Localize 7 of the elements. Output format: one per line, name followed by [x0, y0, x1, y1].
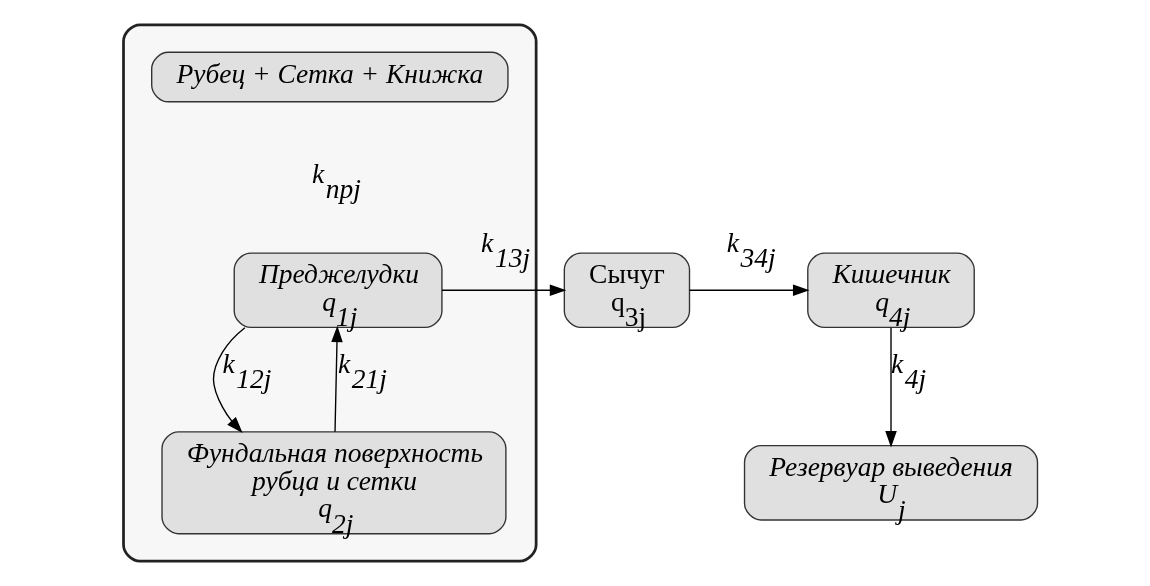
cluster	[122, 23, 538, 563]
arrow	[688, 284, 810, 297]
arrow	[441, 284, 567, 297]
arrow	[885, 327, 897, 448]
node-box: Рубец + Сетка + Книжка	[151, 51, 509, 103]
arrow	[212, 327, 246, 434]
arrow	[331, 325, 343, 433]
